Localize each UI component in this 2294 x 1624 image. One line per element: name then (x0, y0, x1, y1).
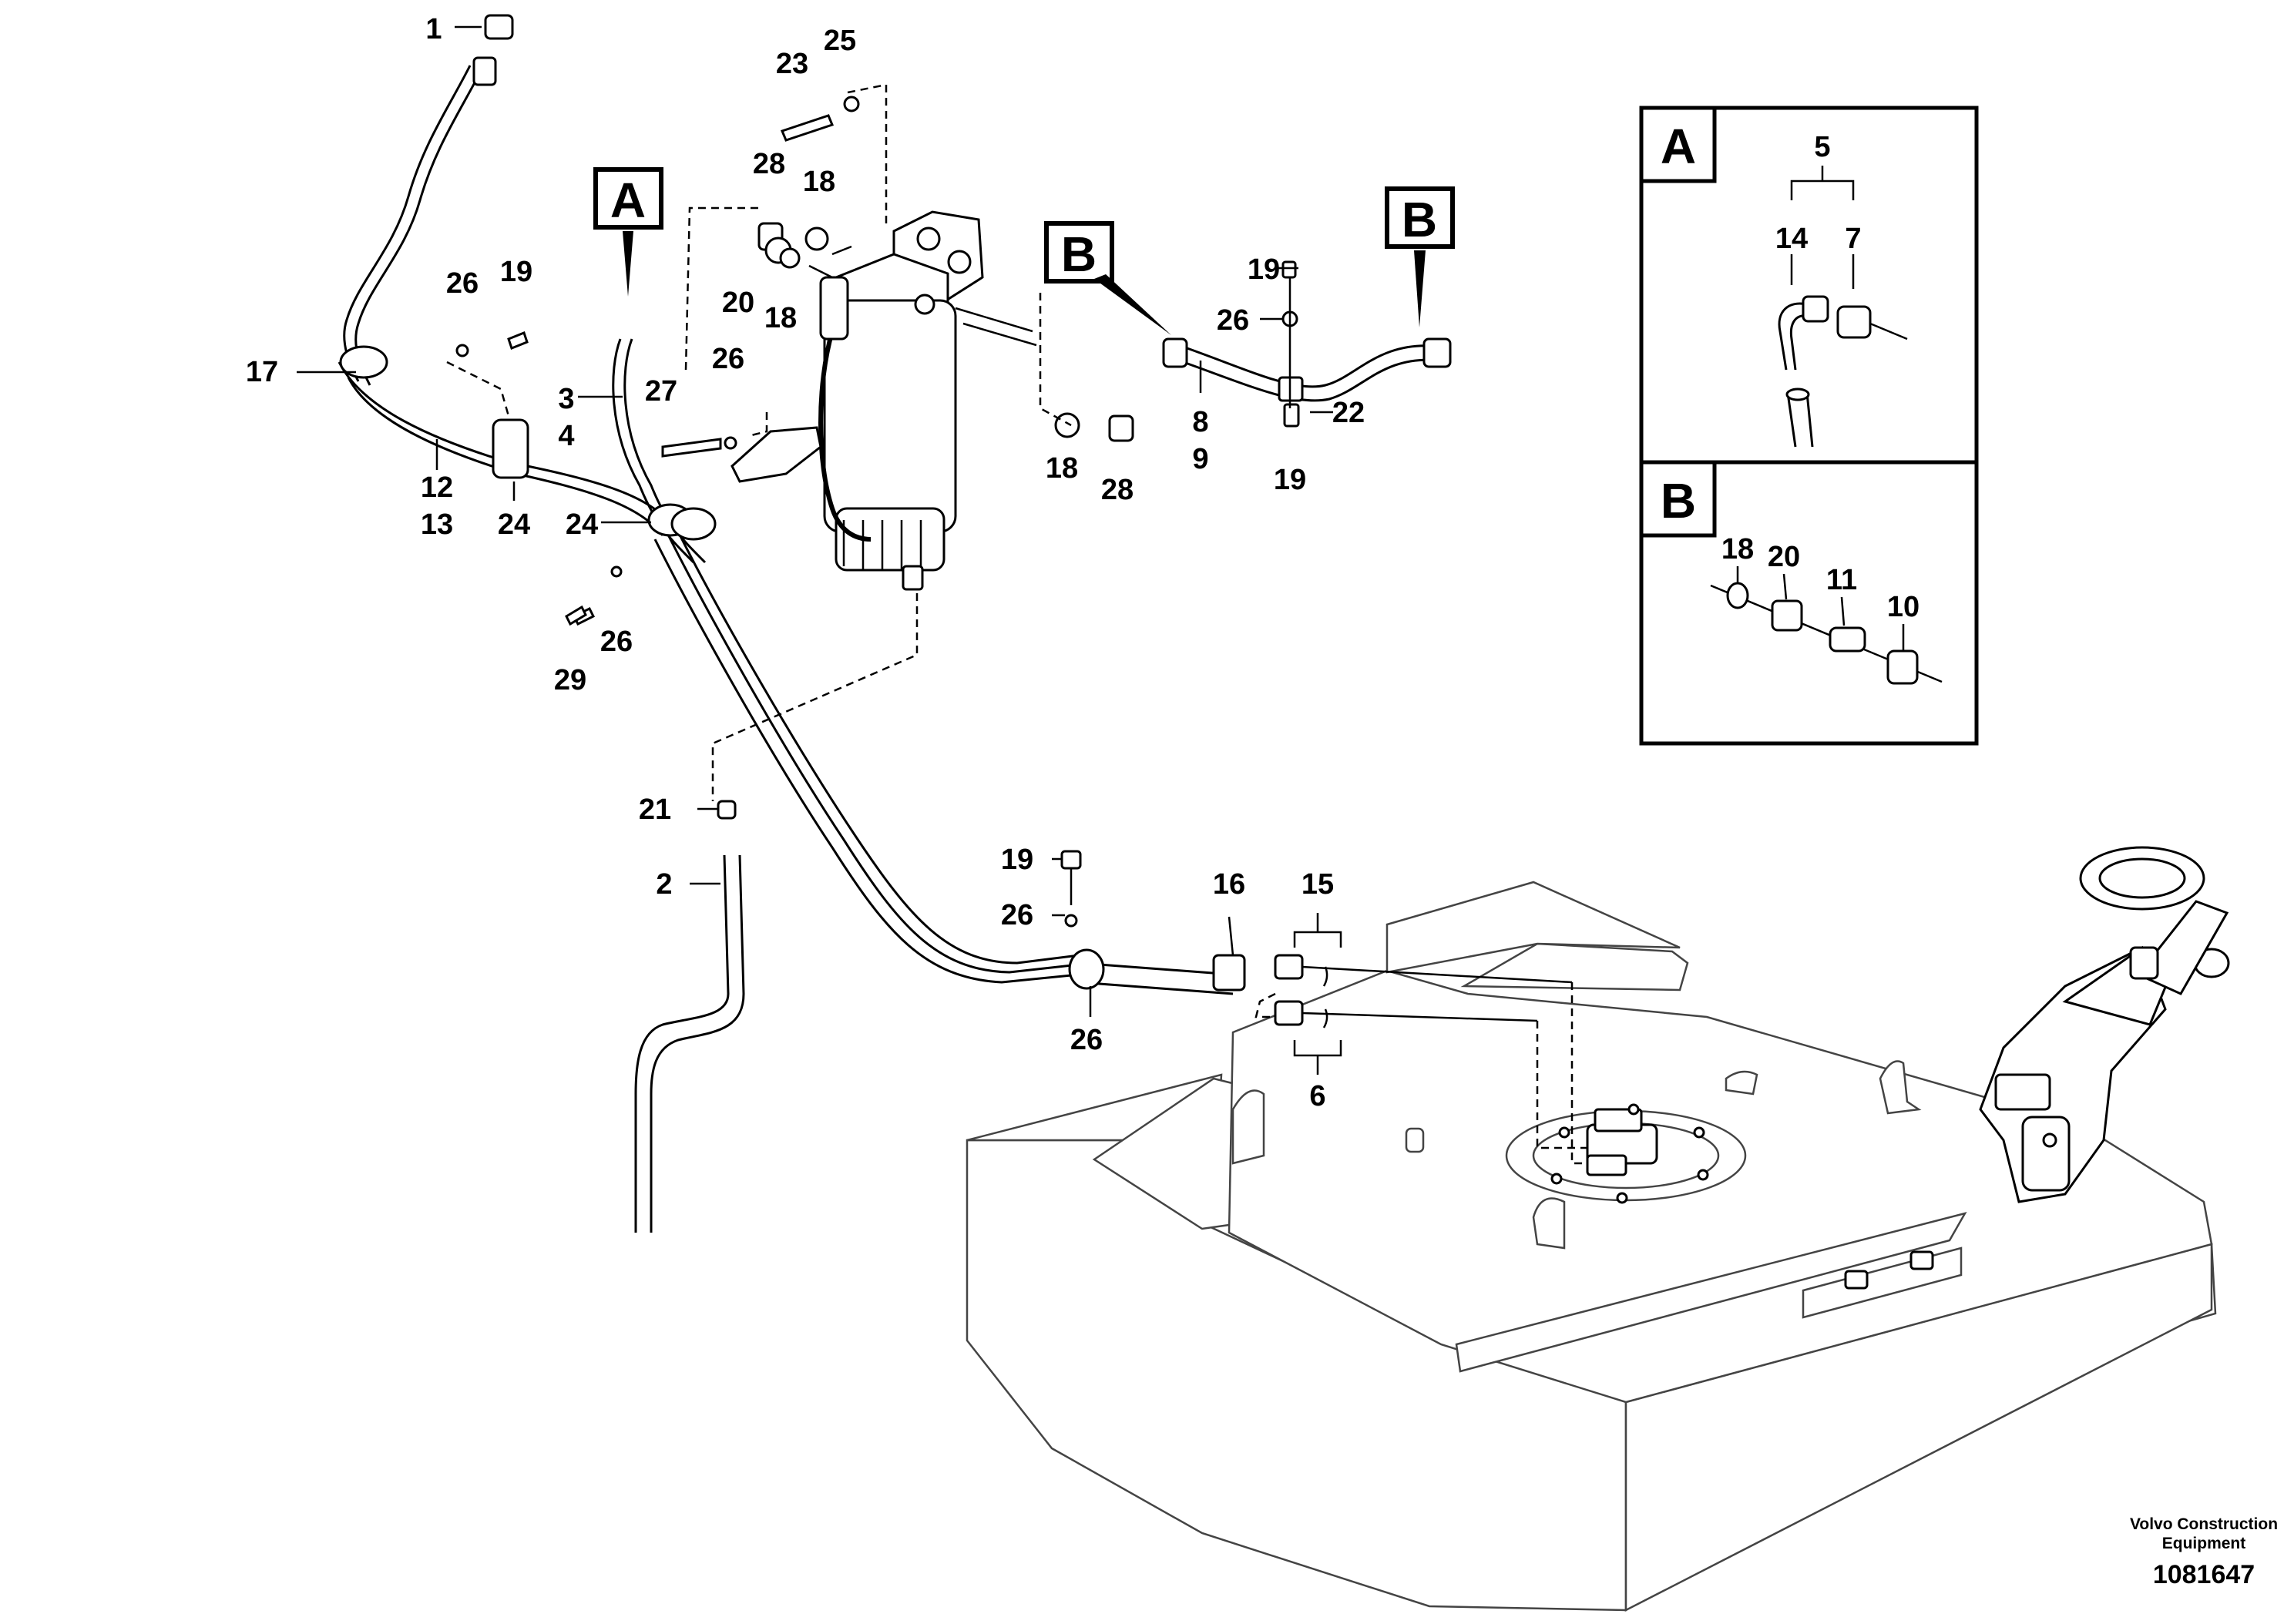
inset-panel-b: B (1639, 460, 1979, 746)
filler-neck (1979, 846, 2230, 1203)
callout-inset-14: 14 (1775, 223, 1808, 255)
callout-19d: 19 (1001, 844, 1033, 876)
callout-inset-11: 11 (1826, 564, 1857, 596)
detail-marker-b-right-label: B (1402, 192, 1437, 247)
callout-inset-5: 5 (1814, 131, 1830, 163)
callout-25: 25 (824, 25, 856, 57)
callout-4: 4 (558, 420, 574, 452)
callout-24a: 24 (498, 508, 530, 541)
detail-marker-a: A (593, 167, 663, 297)
callout-26f: 26 (1070, 1024, 1103, 1056)
callout-9: 9 (1192, 443, 1208, 475)
callout-22: 22 (1332, 397, 1365, 429)
callout-26c: 26 (600, 626, 633, 658)
callout-23: 23 (776, 48, 808, 80)
callout-26e: 26 (1001, 899, 1033, 931)
callout-17: 17 (246, 356, 278, 388)
callout-3: 3 (558, 383, 574, 415)
callout-27: 27 (645, 375, 677, 408)
detail-marker-b-left-label: B (1061, 226, 1097, 282)
fuel-filter-assembly (818, 210, 984, 591)
callout-18a: 18 (803, 166, 835, 198)
tank-level-gauge-bracket (1802, 1247, 1963, 1319)
callout-inset-10: 10 (1887, 591, 1920, 623)
callout-16: 16 (1213, 868, 1245, 901)
fittings-and-clamps (339, 14, 1452, 1026)
footer-block: Volvo Construction Equipment 1081647 (2130, 1515, 2278, 1589)
callout-26d: 26 (1217, 304, 1249, 337)
inset-a-label: A (1661, 119, 1696, 174)
callout-inset-18: 18 (1721, 533, 1754, 565)
callout-12: 12 (421, 471, 453, 504)
brand-line-1: Volvo Construction (2130, 1515, 2278, 1533)
callout-15: 15 (1302, 868, 1334, 901)
inset-panel-a: A (1639, 106, 1979, 465)
callout-1: 1 (425, 13, 442, 45)
callout-28a: 28 (753, 148, 785, 180)
drawing-number: 1081647 (2153, 1560, 2255, 1589)
inset-b-label: B (1661, 473, 1696, 528)
fuel-tank (966, 846, 2230, 1612)
callout-2: 2 (656, 868, 672, 901)
brand-line-2: Equipment (2162, 1535, 2246, 1552)
fuel-hoses (338, 65, 1442, 1233)
callout-13: 13 (421, 508, 453, 541)
callout-20a: 20 (722, 287, 754, 319)
callout-inset-20: 20 (1768, 541, 1800, 573)
detail-marker-b-left: B (1044, 221, 1171, 335)
callout-19b: 19 (1248, 253, 1280, 286)
callout-28b: 28 (1101, 474, 1134, 506)
tank-sender-unit (1586, 1108, 1658, 1176)
leader-lines (297, 25, 1587, 1165)
callout-8: 8 (1192, 406, 1208, 438)
callout-inset-7: 7 (1845, 223, 1861, 255)
callout-24b: 24 (566, 508, 598, 541)
callout-21: 21 (639, 794, 671, 826)
callout-29: 29 (554, 664, 586, 696)
callout-19c: 19 (1274, 464, 1306, 496)
callout-6: 6 (1309, 1080, 1325, 1112)
callout-18b: 18 (764, 302, 797, 334)
callout-26a: 26 (446, 267, 479, 300)
callout-19a: 19 (500, 256, 532, 288)
callout-numbers: 1 23 25 28 18 20 18 26 19 17 3 4 26 27 1… (246, 13, 1920, 1112)
detail-marker-b-right: B (1385, 186, 1455, 327)
callout-26b: 26 (712, 343, 744, 375)
callout-18c: 18 (1046, 452, 1078, 485)
detail-marker-a-label: A (610, 173, 646, 228)
